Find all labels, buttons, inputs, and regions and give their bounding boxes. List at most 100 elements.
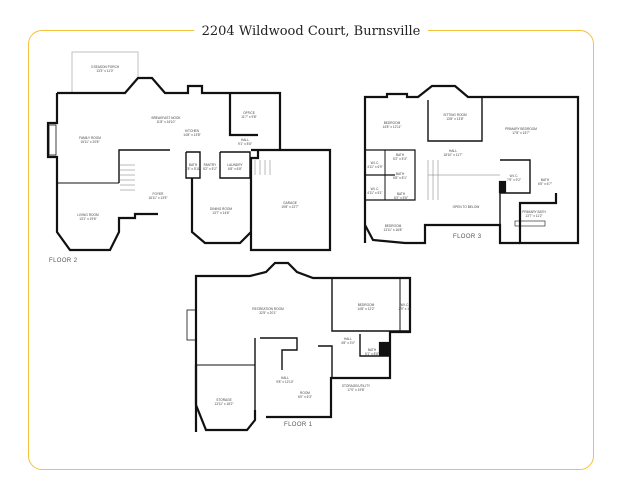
room-dims: 9'8" x 12'10": [276, 380, 294, 384]
room-name: Kitchen: [184, 129, 199, 133]
room-dims: 13'11" x 18'2": [214, 402, 234, 406]
room-name: W.I.C.: [370, 161, 380, 165]
room-hall: Hall4'8" x 3'0": [341, 337, 355, 345]
room-name: Family Room: [79, 136, 101, 140]
room-name: Primary Bath: [522, 210, 546, 214]
room-dims: 6'1" x 8'8": [365, 352, 379, 356]
room-laundry: Laundry6'8" x 6'8": [227, 163, 242, 171]
room-name: Bath: [395, 153, 405, 157]
room-storage: Storage13'11" x 18'2": [214, 398, 233, 406]
room-name: W.I.C.: [400, 303, 410, 307]
room-wic: W.I.C.2'9" x 12': [399, 303, 412, 311]
room-family-room: Family Room15'11" x 20'8": [79, 136, 101, 144]
room-bath: Bath4'8" x 5'11": [185, 163, 200, 171]
room-dims: 6'5" x 6'7": [538, 182, 552, 186]
room-name: Bath: [540, 178, 550, 182]
room-name: Bath: [396, 192, 406, 196]
room-dims: 13'7" x 14'6": [212, 211, 230, 215]
room-name: Foyer: [152, 192, 164, 196]
room-primary-bedroom: Primary Bedroom17'8" x 15'7": [505, 127, 537, 135]
room-name: Bath: [395, 172, 405, 176]
room-bath: Bath6'5" x 6'7": [538, 178, 552, 186]
room-dims: 4'11" x 5'1": [367, 191, 383, 195]
floor3-walls: [363, 84, 580, 245]
room-dims: 15'11" x 20'8": [80, 140, 100, 144]
room-bath: Bath6'2" x 5'6": [394, 192, 408, 200]
room-name: W.I.C.: [509, 174, 519, 178]
room-dims: 17'0" x 19'8": [347, 388, 365, 392]
room-dims: 16'11" x 13'5": [148, 196, 168, 200]
room-name: W.I.C.: [370, 187, 380, 191]
floor2-walls: [46, 51, 332, 252]
room-dims: 19'8" x 22'7": [281, 205, 299, 209]
room-dims: 5'2" x 5'3": [393, 157, 407, 161]
room-name: Bedroom: [357, 303, 375, 307]
room-dims: 13'11" x 16'8": [383, 228, 403, 232]
room-3-season-porch: 3 Season Porch13'3" x 11'0": [91, 65, 119, 73]
room-name: Recreation Room: [252, 307, 284, 311]
room-bedroom: Bedroom14'8" x 12'2": [357, 303, 374, 311]
room-storage-utility: Storage/Utility17'0" x 19'8": [342, 384, 370, 392]
page-title: 2204 Wildwood Court, Burnsville: [0, 24, 622, 39]
room-living-room: Living Room13'1" x 19'6": [77, 213, 98, 221]
room-wic: W.I.C.4'11" x 6'9": [367, 161, 382, 169]
room-open-to-below: Open to Below: [453, 205, 480, 209]
room-primary-bath: Primary Bath13'7" x 11'2": [522, 210, 546, 218]
room-wic: W.I.C.7'5" x 9'2": [507, 174, 521, 182]
room-bedroom: Bedroom13'11" x 16'8": [383, 224, 402, 232]
room-breakfast-nook: Breakfast Nook11'8" x 16'10": [152, 116, 181, 124]
room-dims: 11'8" x 16'10": [156, 120, 176, 124]
room-hall: Hall9'8" x 12'10": [276, 376, 293, 384]
room-name: Storage: [216, 398, 232, 402]
title-text: 2204 Wildwood Court, Burnsville: [193, 24, 429, 39]
room-name: Room: [300, 391, 310, 395]
room-dims: 14'8" x 12'2": [357, 307, 375, 311]
room-recreation-room: Recreation Room32'5" x 20'1": [252, 307, 283, 315]
room-dims: 18'10" x 11'7": [443, 153, 463, 157]
room-dims: 14'8" x 13'8": [183, 133, 201, 137]
room-name: Hall: [241, 138, 249, 142]
floor1-walls: [186, 261, 412, 432]
room-name: Living Room: [77, 213, 99, 217]
room-kitchen: Kitchen14'8" x 13'8": [183, 129, 200, 137]
room-dims: 4'8" x 5'11": [185, 167, 201, 171]
room-dims: 2'9" x 12': [398, 307, 412, 311]
room-dims: 17'8" x 15'7": [512, 131, 530, 135]
room-name: Bath: [367, 348, 377, 352]
room-name: Breakfast Nook: [151, 116, 181, 120]
room-room: Room6'0" x 6'3": [298, 391, 312, 399]
room-dims: 4'11" x 6'9": [367, 165, 383, 169]
room-bedroom: Bedroom14'8" x 12'11": [382, 121, 401, 129]
room-name: Laundry: [227, 163, 243, 167]
room-hall: Hall9'1" x 8'6": [238, 138, 252, 146]
room-name: Bedroom: [383, 121, 401, 125]
room-dims: 13'8" x 13'8": [446, 117, 464, 121]
room-name: Storage/Utility: [341, 384, 371, 388]
room-name: Open to Below: [452, 205, 480, 209]
room-dims: 11'7" x 9'8": [241, 115, 257, 119]
floor-3-label: FLOOR 3: [453, 234, 482, 240]
room-name: Primary Bedroom: [505, 127, 537, 131]
room-name: Dining Room: [210, 207, 232, 211]
room-bath: Bath6'1" x 8'8": [365, 348, 379, 356]
room-office: Office11'7" x 9'8": [241, 111, 256, 119]
room-name: Hall: [281, 376, 289, 380]
room-pantry: Pantry5'2" x 5'2": [203, 163, 217, 171]
room-wic: W.I.C.4'11" x 5'1": [367, 187, 382, 195]
room-bath: Bath6'8" x 8'1": [393, 172, 407, 180]
room-name: 3 Season Porch: [90, 65, 120, 69]
room-dims: 13'1" x 19'6": [79, 217, 97, 221]
room-bath: Bath5'2" x 5'3": [393, 153, 407, 161]
room-name: Garage: [283, 201, 297, 205]
room-hall: Hall18'10" x 11'7": [443, 149, 462, 157]
room-dims: 4'8" x 3'0": [341, 341, 355, 345]
room-name: Sitting Room: [443, 113, 467, 117]
room-sitting-room: Sitting Room13'8" x 13'8": [443, 113, 466, 121]
room-dims: 6'8" x 6'8": [228, 167, 242, 171]
room-dims: 6'8" x 8'1": [393, 176, 407, 180]
room-name: Bath: [188, 163, 198, 167]
room-dims: 6'0" x 6'3": [298, 395, 312, 399]
room-name: Bedroom: [384, 224, 402, 228]
room-dims: 14'8" x 12'11": [382, 125, 402, 129]
